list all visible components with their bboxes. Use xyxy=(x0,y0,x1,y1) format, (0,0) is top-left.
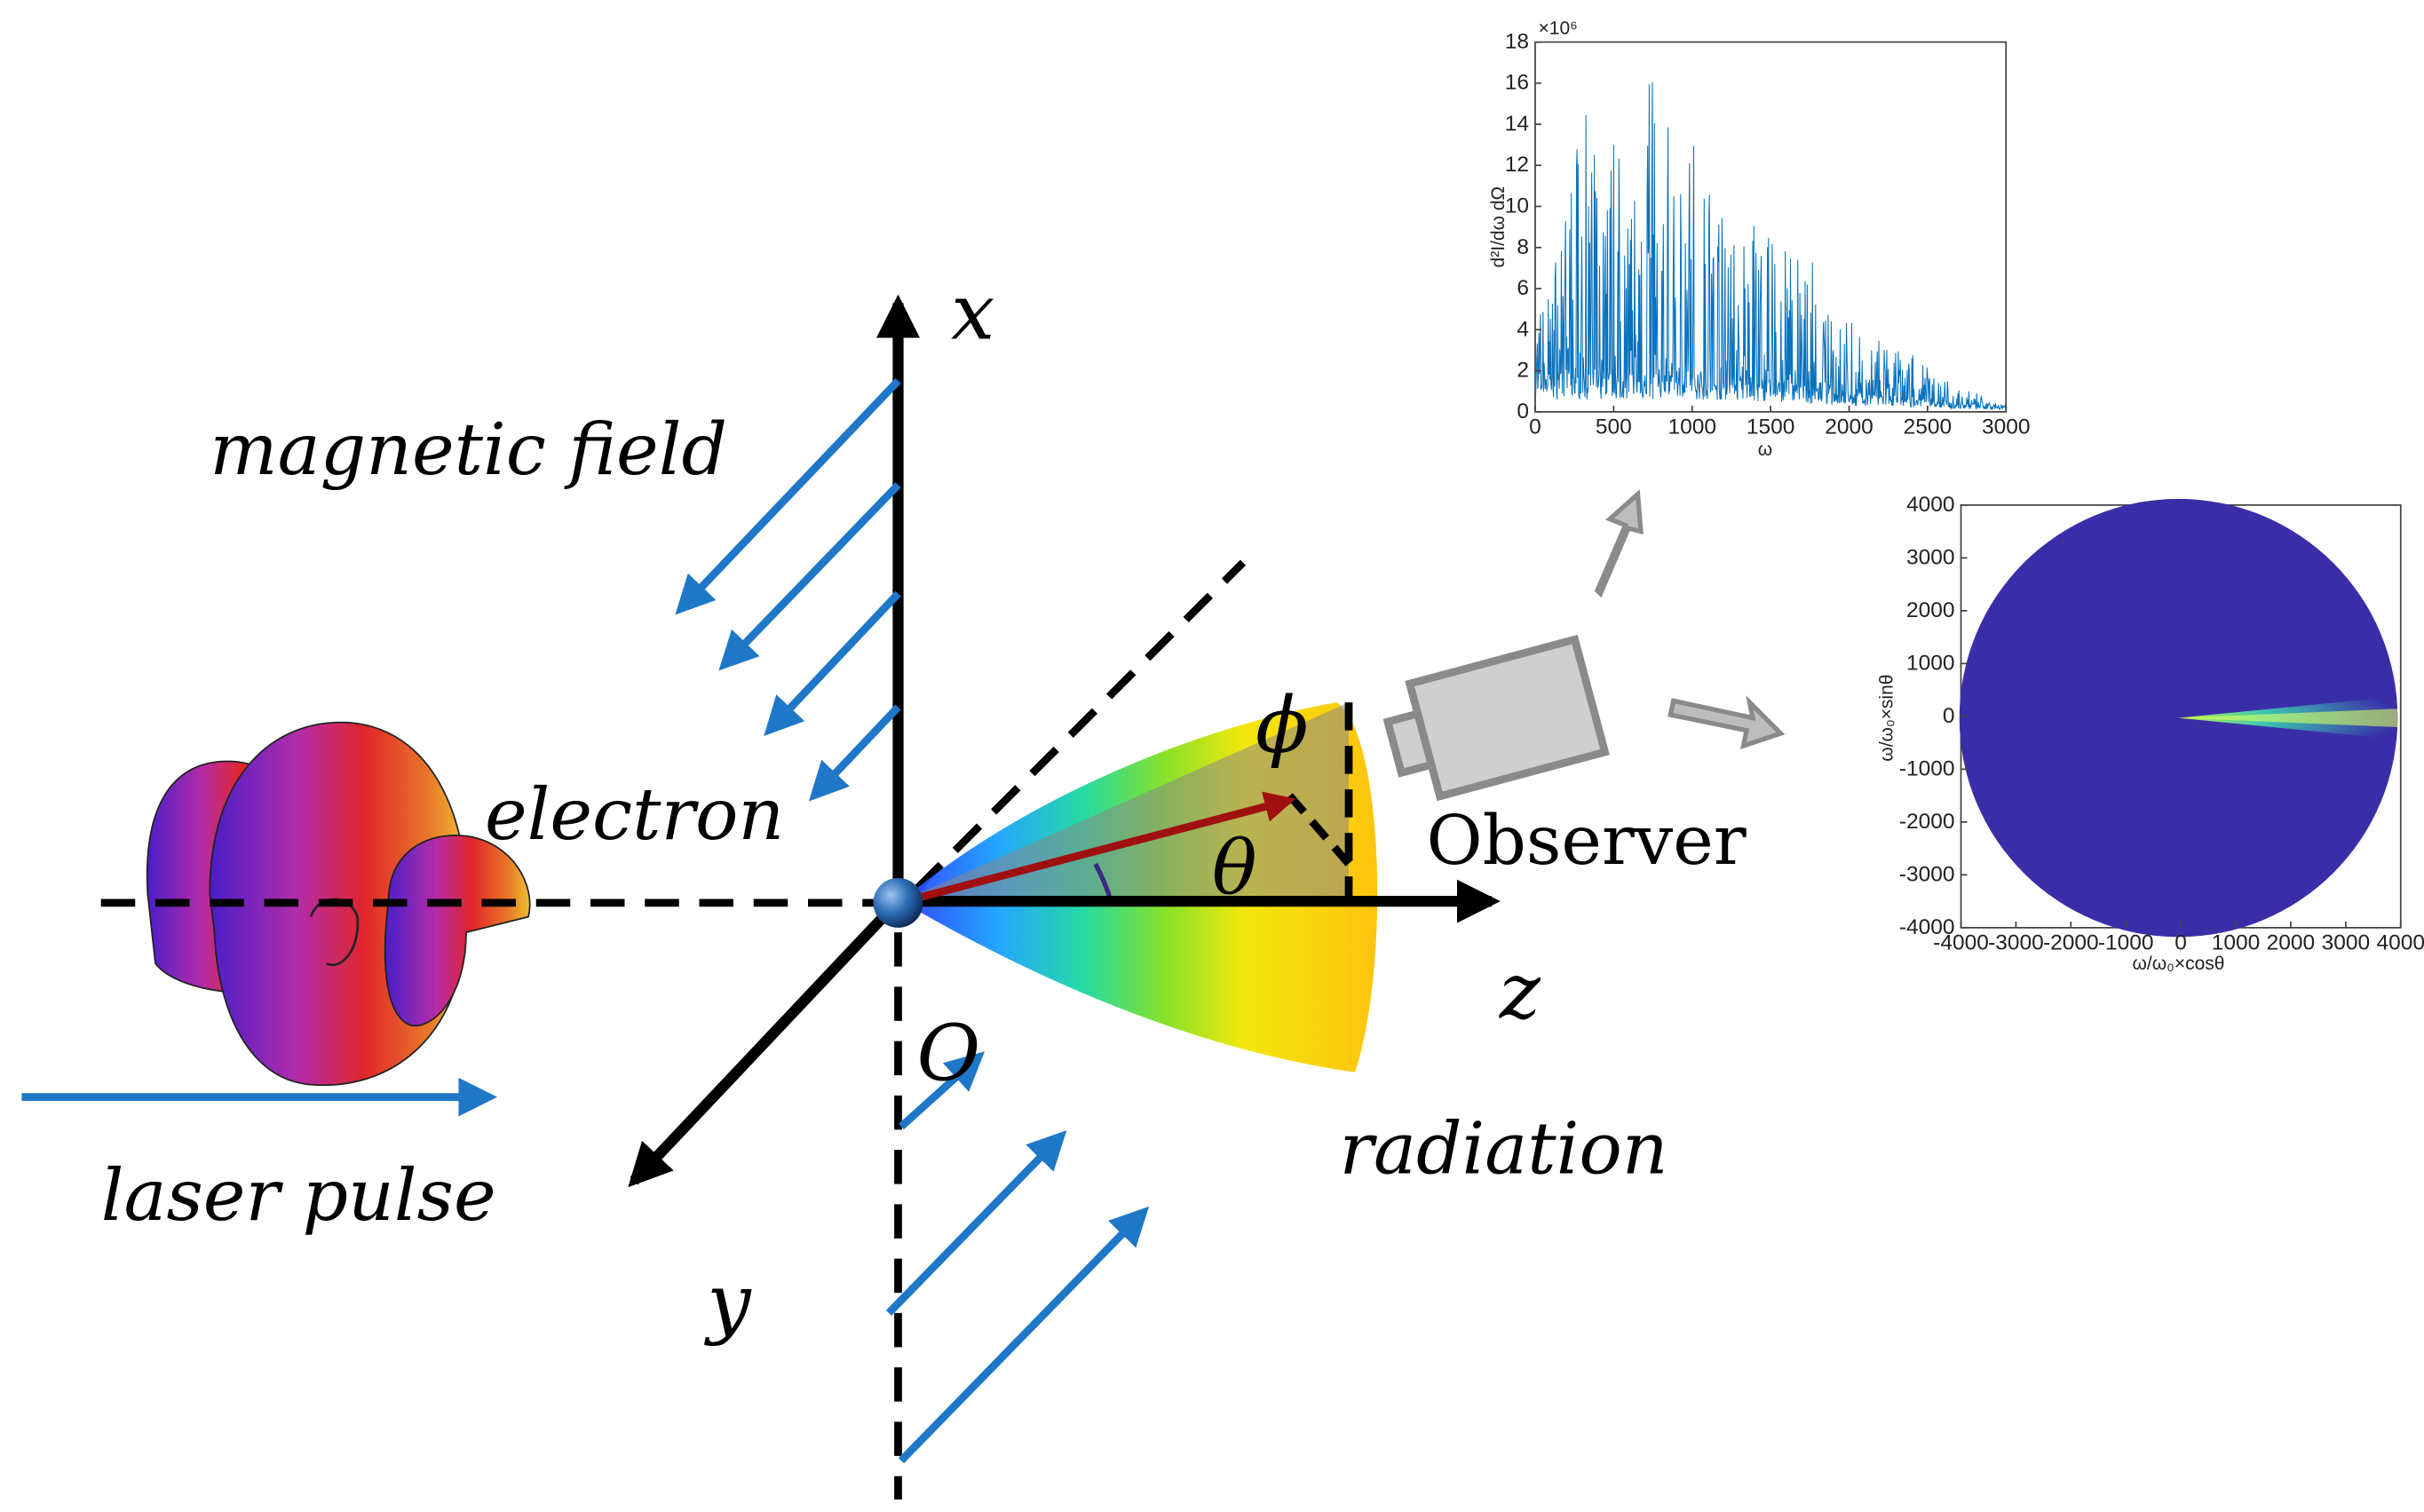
angular-y-tick-label: 0 xyxy=(1943,704,1955,728)
observer-camera-icon xyxy=(1382,634,1610,802)
spectrum-y-tick-label: 12 xyxy=(1505,153,1529,177)
magnetic-field-label: magnetic field xyxy=(210,408,727,491)
laser-spiral-illustration xyxy=(146,721,531,1087)
spectrum-x-tick-label: 1500 xyxy=(1747,415,1795,439)
spectrum-x-tick-label: 2000 xyxy=(1825,415,1873,439)
spectrum-y-tick-label: 8 xyxy=(1517,235,1529,259)
spectrum-y-tick-label: 6 xyxy=(1517,276,1529,300)
angular-y-axis-label: ω/ω₀×sinθ xyxy=(1877,675,1897,762)
axis-x-label: x xyxy=(951,267,994,358)
y-axis xyxy=(628,897,902,1188)
angular-y-tick-label: -4000 xyxy=(1899,915,1955,939)
spectrum-x-tick-label: 0 xyxy=(1529,415,1541,439)
angular-y-tick-label: -3000 xyxy=(1899,862,1955,886)
spectrum-y-tick-label: 18 xyxy=(1505,29,1529,53)
angular-x-tick-label: -4000 xyxy=(1933,930,1989,954)
observer-arrows xyxy=(1594,489,1786,750)
angular-y-tick-label: 2000 xyxy=(1906,598,1955,622)
theta-wedge xyxy=(901,702,1349,902)
angular-x-tick-label: -2000 xyxy=(2043,930,2099,954)
angular-x-tick-label: 2000 xyxy=(2267,930,2316,954)
radiation-direction-vector xyxy=(915,791,1296,902)
angular-x-tick-label: 0 xyxy=(2174,930,2187,954)
spectrum-x-tick-label: 1000 xyxy=(1667,415,1716,439)
phi-label: ϕ xyxy=(1256,680,1309,771)
spectrum-y-axis-label: d²I/dω dΩ xyxy=(1488,186,1509,268)
spectrum-y-tick-label: 14 xyxy=(1505,112,1529,136)
angular-y-tick-label: 4000 xyxy=(1906,493,1955,517)
angular-x-tick-label: 4000 xyxy=(2376,930,2424,954)
angular-y-tick-label: 1000 xyxy=(1906,651,1955,675)
spectrum-x-tick-label: 500 xyxy=(1596,415,1632,439)
angular-x-tick-label: -3000 xyxy=(1988,930,2044,954)
spectrum-x-tick-label: 2500 xyxy=(1904,415,1953,439)
spectrum-series-line xyxy=(1534,82,2007,411)
spectrum-y-tick-label: 2 xyxy=(1517,359,1529,383)
angular-y-tick-label: -2000 xyxy=(1899,810,1955,834)
electron-sphere xyxy=(873,877,923,928)
laser-pulse-label: laser pulse xyxy=(101,1153,496,1237)
phi-dashed-short xyxy=(1287,793,1352,867)
angular-x-tick-label: 1000 xyxy=(2212,930,2261,954)
angular-y-tick-label: -1000 xyxy=(1899,756,1955,780)
magnetic-field-arrows-lower xyxy=(885,1051,1150,1464)
angular-x-tick-label: -1000 xyxy=(2098,930,2154,954)
angular-x-tick-label: 3000 xyxy=(2322,930,2371,954)
origin-label: O xyxy=(917,1008,981,1098)
axis-z-label: z xyxy=(1499,946,1541,1036)
spectrum-y-tick-label: 0 xyxy=(1517,400,1529,424)
spectrum-x-tick-label: 3000 xyxy=(1982,415,2031,439)
spectrum-y-tick-label: 16 xyxy=(1505,71,1529,95)
angular-x-axis-label: ω/ω₀×cosθ xyxy=(2133,954,2225,974)
observer-label: Observer xyxy=(1427,802,1747,881)
spectrum-exponent-label: ×10⁶ xyxy=(1539,19,1578,39)
electron-label: electron xyxy=(485,772,784,856)
spectrum-y-tick-label: 4 xyxy=(1517,317,1529,341)
angular-beam-core xyxy=(2178,709,2398,728)
angular-y-tick-label: 3000 xyxy=(1906,545,1955,569)
radiation-label: radiation xyxy=(1340,1106,1668,1190)
axis-y-label: y xyxy=(703,1256,752,1347)
spectrum-x-axis-label: ω xyxy=(1758,439,1772,460)
theta-label: θ xyxy=(1212,824,1257,911)
diagonal-dashed-line xyxy=(914,559,1247,892)
spectrum-y-tick-label: 10 xyxy=(1505,194,1529,218)
magnetic-field-arrows-upper xyxy=(675,377,901,802)
